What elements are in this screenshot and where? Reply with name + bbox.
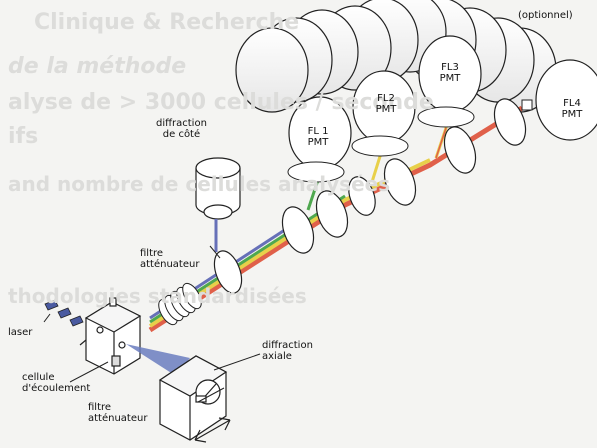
laser-label: laser <box>8 327 32 338</box>
background-line: and nombre de cellules analysées <box>8 172 390 196</box>
background-line: thodologies standardisées <box>8 284 307 308</box>
pmt-fl1-sub: PMT <box>298 137 338 148</box>
pmt-fl2-label: FL2 PMT <box>366 93 406 115</box>
pmt-fl3-label: FL3 PMT <box>430 62 470 84</box>
filter-label-bottom: filtre atténuateur <box>88 402 147 424</box>
side-scatter-label: diffraction de côté <box>156 118 207 140</box>
flow-cell <box>80 298 140 374</box>
axial-diffraction-label: diffraction axiale <box>262 340 313 362</box>
pmt-fl4-sub: PMT <box>552 109 592 120</box>
axial-diffraction-label-line1: diffraction <box>262 340 313 351</box>
background-title: Clinique & Recherche <box>34 10 299 35</box>
pmt-fl2-name: FL2 <box>366 93 406 104</box>
flow-cell-label: cellule d'écoulement <box>22 372 90 394</box>
pmt-fl1-label: FL 1 PMT <box>298 126 338 148</box>
flow-cell-label-line1: cellule <box>22 372 90 383</box>
pmt-fl2-sub: PMT <box>366 104 406 115</box>
pmt-fl4-name: FL4 <box>552 98 592 109</box>
pmt-fl3-name: FL3 <box>430 62 470 73</box>
filter-label-top: filtre atténuateur <box>140 248 199 270</box>
pmt-fl4-label: FL4 PMT <box>552 98 592 120</box>
filter-label-bottom-line2: atténuateur <box>88 413 147 424</box>
optional-label: (optionnel) <box>518 10 573 21</box>
filter-label-bottom-line1: filtre <box>88 402 147 413</box>
axial-diffraction-label-line2: axiale <box>262 351 313 362</box>
side-scatter-label-line2: de côté <box>156 129 207 140</box>
side-scatter-label-line1: diffraction <box>156 118 207 129</box>
filter-label-top-line2: atténuateur <box>140 259 199 270</box>
flow-cell-label-line2: d'écoulement <box>22 383 90 394</box>
background-line: de la méthode <box>8 54 186 79</box>
pmt-fl1-name: FL 1 <box>298 126 338 137</box>
background-line: ifs <box>8 124 38 149</box>
pmt-fl3-sub: PMT <box>430 73 470 84</box>
filter-label-top-line1: filtre <box>140 248 199 259</box>
